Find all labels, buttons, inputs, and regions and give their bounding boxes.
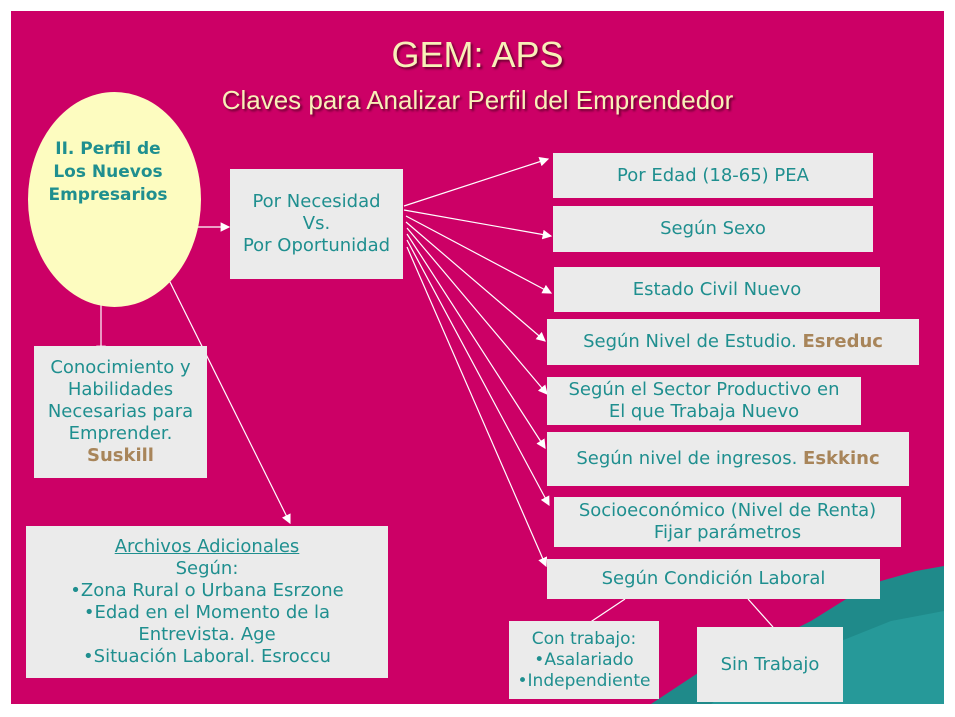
without-work-label: Sin Trabajo (720, 653, 820, 675)
sex-label: Según Sexo (660, 218, 766, 239)
civil-status-label: Estado Civil Nuevo (632, 278, 802, 300)
sector-label: Según el Sector Productivo en El que Tra… (568, 379, 840, 422)
sex-box: Según Sexo (553, 206, 873, 252)
slide-subtitle: Claves para Analizar Perfil del Emprende… (221, 85, 734, 115)
additional-files-sub: Según: (175, 558, 239, 579)
profile-ellipse (28, 92, 201, 307)
additional-files-box: Archivos Adicionales Según: •Zona Rural … (26, 526, 388, 678)
work-condition-label: Según Condición Laboral (601, 568, 826, 589)
box-line: Habilidades (67, 379, 174, 400)
work-condition-box: Según Condición Laboral (547, 559, 880, 599)
knowledge-variable: Suskill (87, 445, 154, 466)
age-box: Por Edad (18-65) PEA (553, 153, 873, 198)
income-label: Según nivel de ingresos. Eskkinc (576, 448, 879, 470)
civil-status-box: Estado Civil Nuevo (554, 267, 880, 312)
without-work-box: Sin Trabajo (697, 627, 843, 702)
slide-title: GEM: APS (391, 34, 564, 75)
slide: GEM: APS Claves para Analizar Perfil del… (11, 11, 944, 704)
connector-lines (96, 157, 774, 628)
socioeconomic-label: Socioeconómico (Nivel de Renta) Fijar pa… (578, 500, 877, 543)
with-work-box: Con trabajo: •Asalariado •Independiente (509, 621, 659, 699)
box-line: •Asalariado (534, 649, 634, 670)
income-variable: Eskkinc (803, 448, 880, 469)
box-line: Emprender. (68, 423, 173, 444)
box-line: Conocimiento y (50, 357, 191, 378)
ellipse-line: Los Nuevos (53, 162, 163, 182)
ellipse-line: Empresarios (48, 185, 168, 205)
education-box: Según Nivel de Estudio. Esreduc (547, 319, 919, 365)
box-line: Por Oportunidad (242, 235, 391, 256)
additional-files-item: •Situación Laboral. Esroccu (83, 646, 331, 667)
necessity-vs-opportunity-box: Por Necesidad Vs. Por Oportunidad (230, 169, 403, 279)
ellipse-line: II. Perfil de (55, 139, 161, 159)
box-line: Necesarias para (47, 401, 194, 422)
income-text: Según nivel de ingresos. (576, 448, 798, 469)
age-label: Por Edad (18-65) PEA (617, 164, 809, 186)
education-text: Según Nivel de Estudio. (583, 331, 797, 352)
income-box: Según nivel de ingresos. Eskkinc (547, 432, 909, 486)
box-line: Por Necesidad (252, 191, 381, 212)
box-line: Vs. (302, 213, 331, 234)
education-label: Según Nivel de Estudio. Esreduc (583, 331, 883, 353)
box-line: •Independiente (517, 670, 651, 691)
sector-box: Según el Sector Productivo en El que Tra… (547, 377, 861, 425)
socioeconomic-box: Socioeconómico (Nivel de Renta) Fijar pa… (554, 497, 901, 547)
education-variable: Esreduc (802, 331, 883, 352)
additional-files-item: •Edad en el Momento de la (83, 602, 331, 623)
knowledge-box: Conocimiento y Habilidades Necesarias pa… (34, 346, 207, 478)
additional-files-item: •Zona Rural o Urbana Esrzone (70, 580, 344, 601)
box-line: Con trabajo: (531, 628, 637, 649)
additional-files-heading: Archivos Adicionales (114, 536, 300, 557)
additional-files-item: Entrevista. Age (138, 624, 276, 645)
profile-ellipse-label: II. Perfil de Los Nuevos Empresarios (28, 138, 188, 207)
